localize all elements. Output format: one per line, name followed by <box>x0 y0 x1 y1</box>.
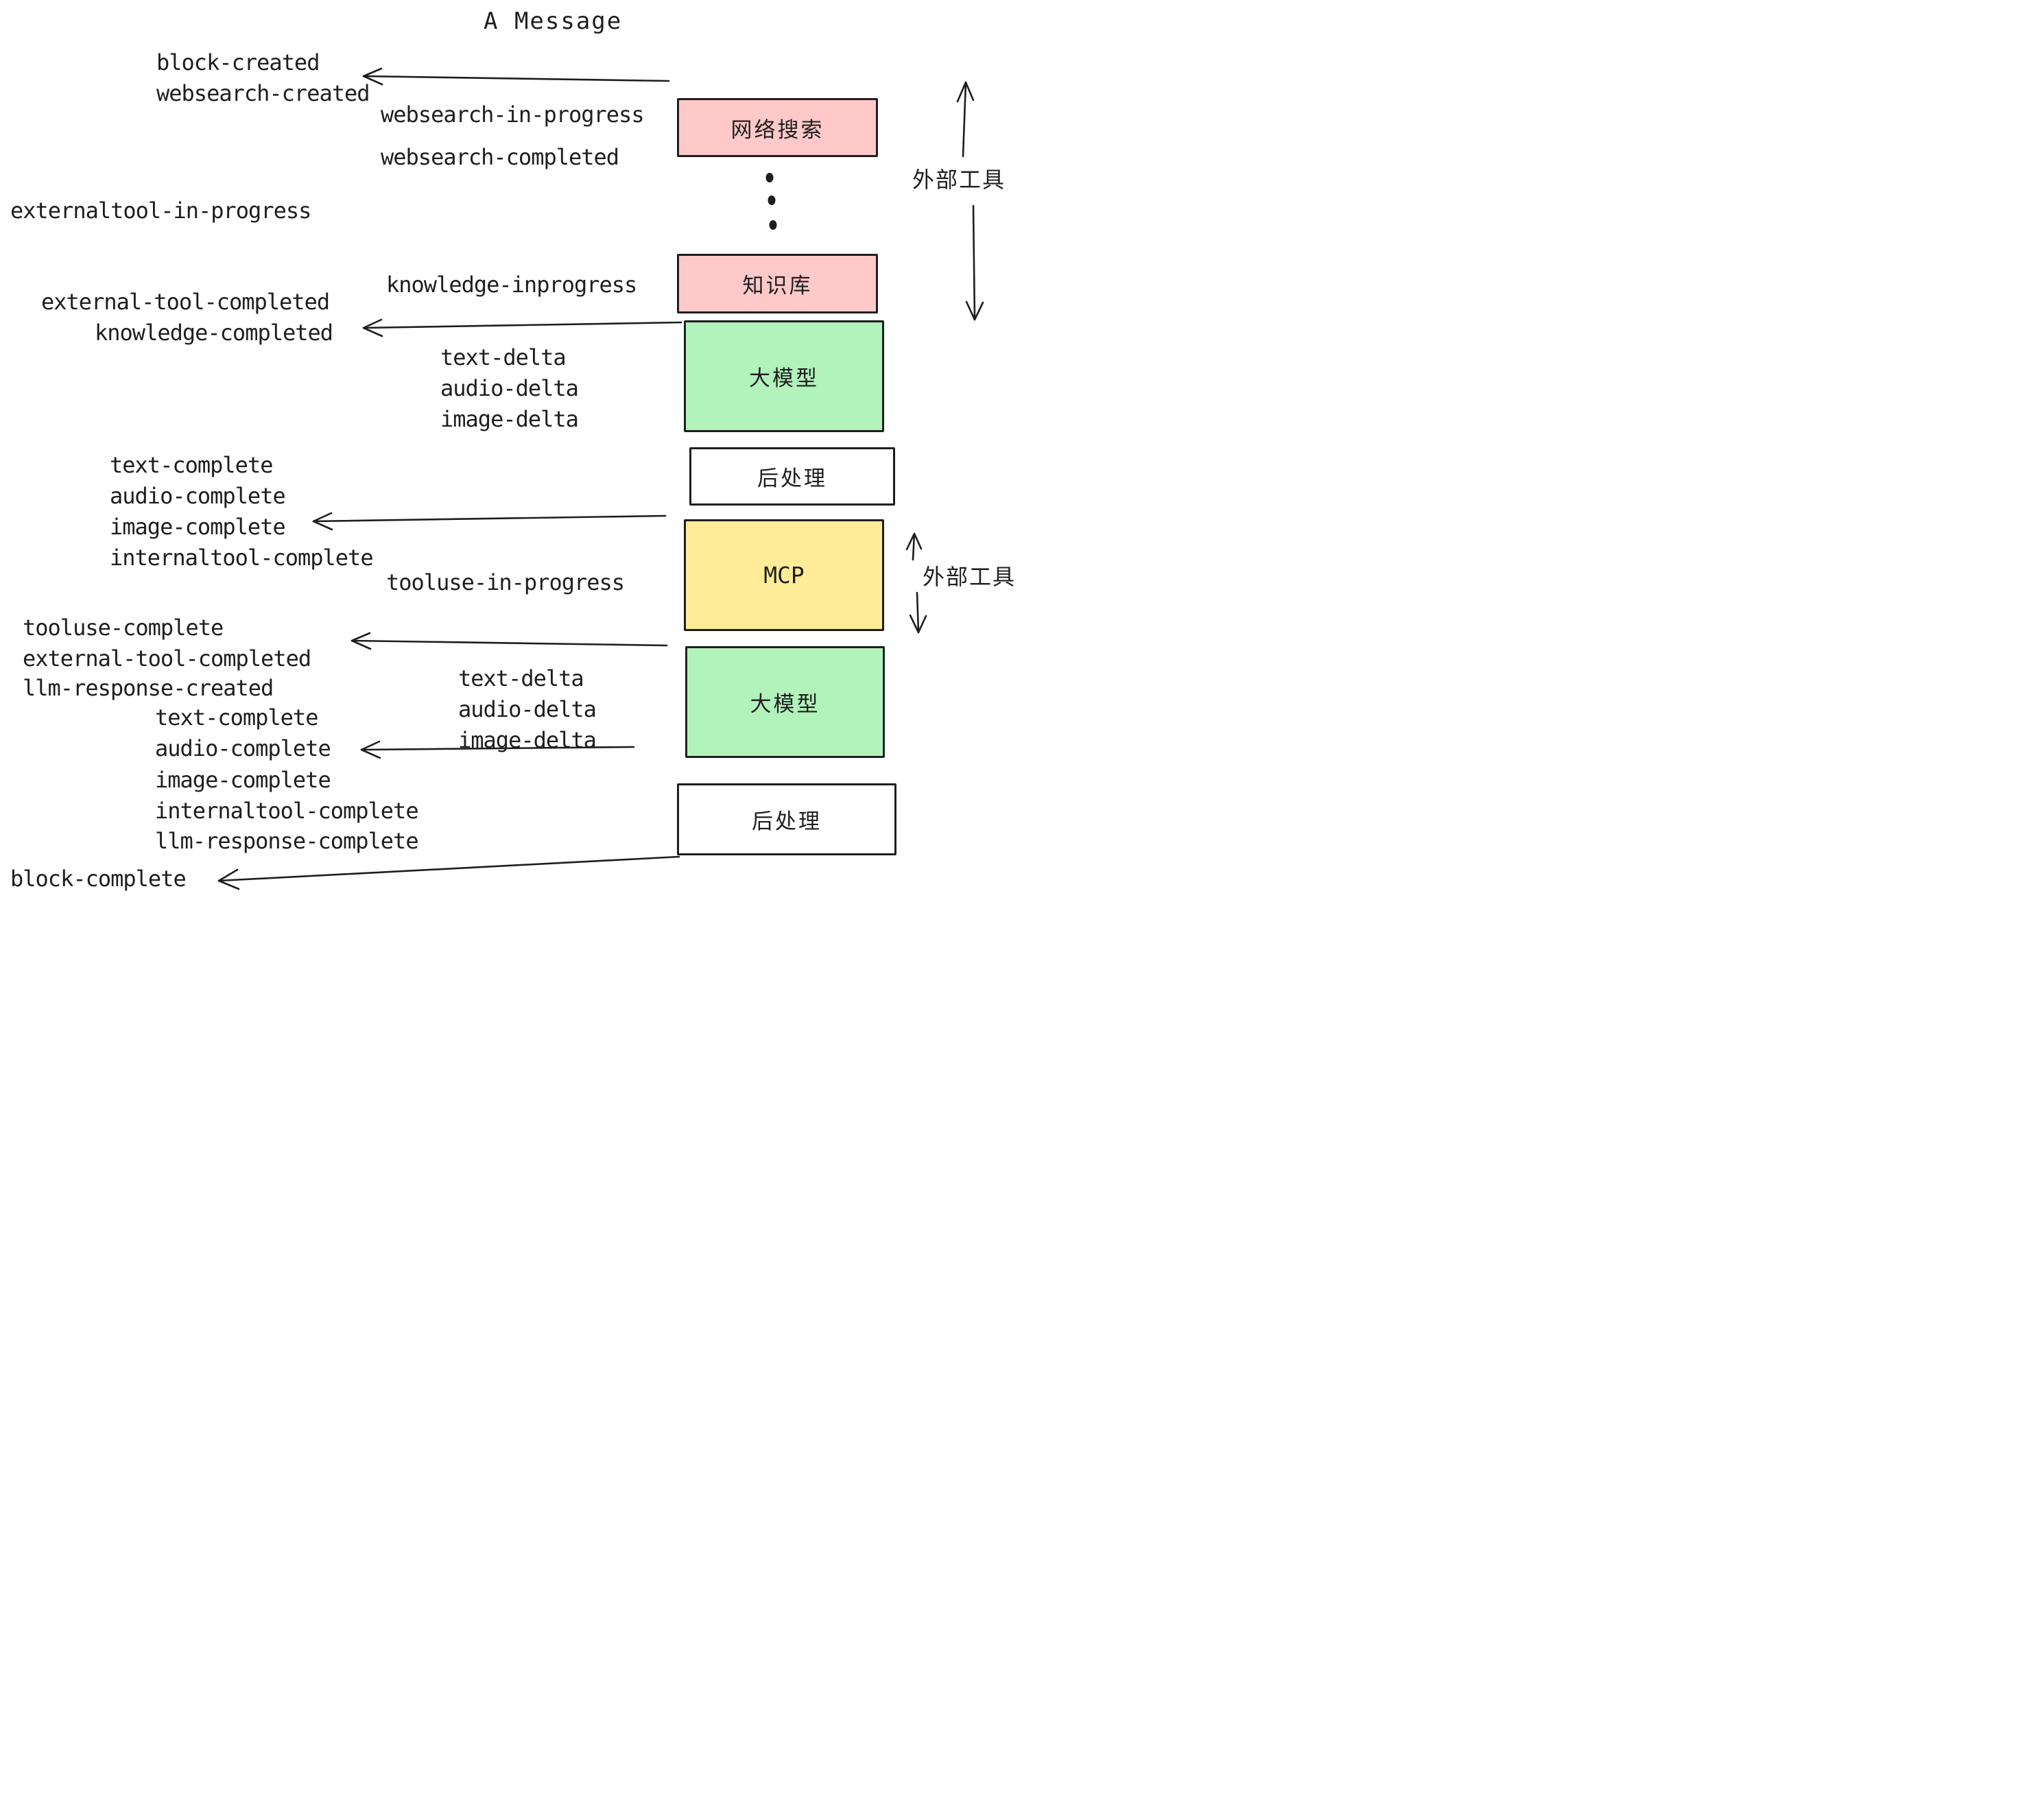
event-audio-complete-1: audio-complete <box>110 483 286 509</box>
box-websearch-label: 网络搜索 <box>730 117 824 143</box>
external-tools-label-top: 外部工具 <box>912 167 1006 193</box>
box-llm-2: 大模型 <box>685 646 885 758</box>
box-websearch: 网络搜索 <box>677 98 878 157</box>
arrow-external-tools-top-down <box>965 204 984 321</box>
event-image-complete-2: image-complete <box>155 767 331 793</box>
event-image-complete-1: image-complete <box>110 514 286 540</box>
box-mcp-label: MCP <box>763 562 805 589</box>
event-audio-delta-1: audio-delta <box>440 375 579 401</box>
event-audio-complete-2: audio-complete <box>155 735 331 761</box>
event-websearch-created: websearch-created <box>156 80 370 106</box>
event-knowledge-completed: knowledge-completed <box>95 320 333 346</box>
event-image-delta-1: image-delta <box>440 406 579 432</box>
box-llm-2-label: 大模型 <box>750 692 820 717</box>
box-postprocess-2-label: 后处理 <box>752 809 822 834</box>
box-postprocess-1-label: 后处理 <box>757 466 827 491</box>
box-mcp: MCP <box>684 519 884 631</box>
event-llm-response-complete: llm-response-complete <box>155 828 419 854</box>
event-text-delta-2: text-delta <box>458 665 584 691</box>
event-llm-response-created: llm-response-created <box>23 675 274 701</box>
event-knowledge-inprogress: knowledge-inprogress <box>386 272 637 298</box>
event-audio-delta-2: audio-delta <box>458 696 597 722</box>
event-tooluse-complete: tooluse-complete <box>23 615 224 641</box>
event-websearch-in-progress: websearch-in-progress <box>381 102 645 128</box>
event-block-created: block-created <box>156 49 320 75</box>
box-llm-1-label: 大模型 <box>749 366 819 391</box>
event-external-tool-completed-2: external-tool-completed <box>23 645 311 672</box>
event-block-complete: block-complete <box>10 866 187 892</box>
event-image-delta-2: image-delta <box>458 727 597 753</box>
arrow-block-complete <box>217 855 680 890</box>
event-externaltool-in-progress: externaltool-in-progress <box>10 198 311 224</box>
event-internaltool-complete-2: internaltool-complete <box>155 798 419 824</box>
diagram-canvas: A Message 网络搜索 知识库 大模型 后处理 MCP 大模型 后处理 外… <box>0 0 1022 902</box>
arrow-block-created <box>362 67 670 86</box>
event-external-tool-completed-1: external-tool-completed <box>41 289 330 315</box>
arrow-tooluse-complete <box>350 632 668 650</box>
arrow-external-tools-bottom-up <box>905 532 923 561</box>
arrow-external-tools-top-up <box>956 81 975 158</box>
arrow-external-tools-bottom-down <box>909 591 927 634</box>
box-postprocess-2: 后处理 <box>677 783 896 855</box>
box-postprocess-1: 后处理 <box>689 447 895 506</box>
box-knowledge: 知识库 <box>677 254 878 313</box>
external-tools-label-bottom: 外部工具 <box>923 564 1017 590</box>
diagram-title: A Message <box>484 8 623 35</box>
ellipsis-dots <box>765 173 777 230</box>
arrow-knowledge-completed <box>362 318 682 337</box>
event-internaltool-complete-1: internaltool-complete <box>110 545 374 571</box>
event-text-delta-1: text-delta <box>440 344 567 370</box>
event-websearch-completed: websearch-completed <box>381 144 619 170</box>
event-tooluse-in-progress: tooluse-in-progress <box>386 569 625 595</box>
box-llm-1: 大模型 <box>684 320 884 432</box>
event-text-complete-2: text-complete <box>155 704 318 731</box>
arrow-image-complete-1 <box>312 512 667 531</box>
box-knowledge-label: 知识库 <box>742 274 813 298</box>
event-text-complete-1: text-complete <box>110 452 273 478</box>
